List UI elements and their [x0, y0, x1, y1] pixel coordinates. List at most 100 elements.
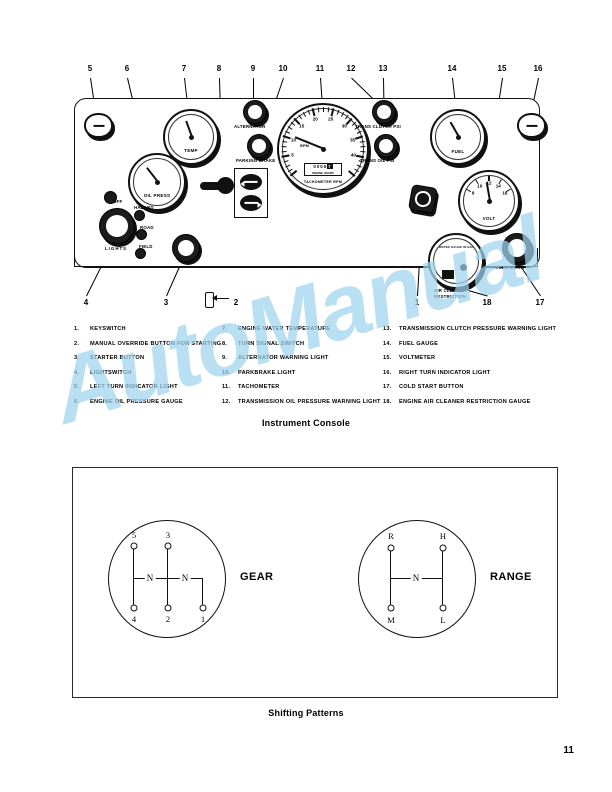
legend-item-number: 10. — [222, 369, 231, 376]
range-dot-L — [439, 604, 447, 612]
starter-button-face — [177, 239, 195, 257]
restriction-reset-button[interactable] — [460, 264, 467, 271]
keyswitch-barrel — [414, 190, 432, 208]
voltmeter-scale-number: 14 — [495, 183, 501, 189]
gauge-face — [168, 114, 214, 160]
trans-oil-pressure-warning-light[interactable] — [374, 134, 398, 158]
legend-item-label: STARTER BUTTON — [90, 355, 145, 361]
gauge-hub — [455, 134, 461, 140]
restriction-indicator-bar — [442, 270, 454, 279]
left-turn-arrow-light[interactable] — [240, 174, 262, 190]
leader-line — [253, 78, 254, 104]
tachometer-scale-number: 35 — [349, 137, 356, 143]
voltmeter-scale-number: 8 — [471, 190, 475, 196]
engine-water-temperature-gauge: TEMP — [163, 109, 219, 165]
legend-item: 18.ENGINE AIR CLEANER RESTRICTION GAUGE — [383, 399, 598, 414]
air-cleaner-label-2: RESTRICTION — [434, 294, 466, 299]
parkbrake-light[interactable] — [247, 134, 271, 158]
hour-meter-value: 0000 — [313, 164, 328, 169]
air-cleaner-label-1: AIR CLEANER — [434, 288, 467, 293]
callout-number: 8 — [216, 64, 222, 73]
override-arrowhead — [212, 295, 217, 301]
legend-item: 2.MANUAL OVERRIDE BUTTON FOR STARTING — [74, 341, 264, 356]
legend-item: 8.TURN SIGNAL SWITCH — [222, 341, 422, 356]
trans-oil-lens — [378, 138, 394, 154]
legend-item-label: KEYSWITCH — [90, 326, 126, 332]
legend-column-3: 13.TRANSMISSION CLUTCH PRESSURE WARNING … — [383, 326, 598, 413]
legend-item: 1.KEYSWITCH — [74, 326, 264, 341]
turn-signal-stalk — [200, 182, 222, 190]
trans-clutch-lens — [376, 104, 392, 120]
legend-item: 13.TRANSMISSION CLUTCH PRESSURE WARNING … — [383, 326, 598, 341]
legend-item: 12.TRANSMISSION OIL PRESSURE WARNING LIG… — [222, 399, 422, 414]
left-turn-indicator-light[interactable] — [84, 113, 113, 138]
fuel-gauge: FUEL — [430, 109, 486, 165]
turn-signal-hub — [217, 177, 234, 194]
lightswitch[interactable] — [99, 208, 135, 244]
callout-number: 3 — [163, 298, 169, 307]
legend-item-label: COLD START BUTTON — [399, 384, 464, 390]
tachometer-scale-number: 25 — [328, 116, 334, 122]
legend-item-label: RIGHT TURN INDICATOR LIGHT — [399, 369, 491, 376]
hour-meter-tenths: 7 — [327, 164, 333, 169]
callout-number: 2 — [233, 298, 239, 307]
trans-clutch-psi-label: TRANS CLUTCH PSI — [355, 124, 401, 129]
turn-signal-switch[interactable] — [200, 177, 234, 194]
callout-number: 4 — [83, 298, 89, 307]
alternator-warning-light[interactable] — [243, 100, 267, 124]
callout-number: 15 — [497, 64, 507, 73]
legend-item-number: 15. — [383, 355, 392, 361]
left-arrow-icon — [240, 180, 258, 188]
instrument-console-caption: Instrument Console — [261, 418, 351, 428]
range-dot-H — [439, 544, 447, 552]
voltmeter-scale-number: 10 — [477, 183, 483, 189]
range-neutral: N — [410, 573, 422, 583]
tick-minor — [317, 107, 319, 113]
starter-button[interactable] — [172, 234, 200, 262]
tick-major — [488, 176, 490, 181]
voltmeter-scale-number: 16 — [502, 190, 508, 196]
lightswitch-detent-hazard — [134, 210, 145, 221]
callout-number: 13 — [378, 64, 388, 73]
legend-item-number: 13. — [383, 326, 392, 332]
range-label-M: M — [387, 615, 395, 625]
range-gate-left — [390, 548, 392, 608]
callout-number: 10 — [278, 64, 288, 73]
keyswitch[interactable] — [407, 183, 439, 215]
legend-item-number: 8. — [222, 340, 228, 347]
callout-number: 14 — [447, 64, 457, 73]
fuel-label: FUEL — [451, 149, 465, 154]
trans-oil-psi-label: TRANS OIL PSI — [360, 158, 395, 163]
tachometer-scale-number: 40 — [350, 152, 356, 158]
trans-clutch-pressure-warning-light[interactable] — [372, 100, 396, 124]
air-cleaner-restriction-gauge: WATER GAUGE IN H2O — [428, 233, 484, 289]
turn-indicator-box — [234, 168, 268, 218]
gauge-face — [463, 175, 515, 227]
gauge-hub — [486, 198, 492, 204]
legend-item-number: 16. — [383, 369, 392, 376]
gear-neutral-right: N — [179, 573, 191, 583]
cold-start-button[interactable] — [502, 233, 532, 263]
right-turn-indicator-light[interactable] — [517, 113, 546, 138]
range-title: RANGE — [490, 571, 532, 583]
range-label-R: R — [388, 531, 394, 541]
shifting-patterns-box: 5 3 4 2 1 N N GEAR R H M L N RANGE — [72, 467, 558, 698]
tachometer-scale-number: 10 — [290, 137, 297, 143]
console-base-right — [536, 248, 538, 267]
gear-label-4: 4 — [131, 614, 137, 624]
callout-number: 18 — [482, 298, 492, 307]
gear-dot-3 — [164, 542, 172, 550]
legend-item: 9.ALTERNATOR WARNING LIGHT — [222, 355, 422, 370]
temp-label: TEMP — [184, 148, 198, 153]
right-turn-arrow-light[interactable] — [240, 195, 262, 211]
legend-item-label: VOLTMETER — [399, 355, 436, 361]
legend-item: 4.LIGHTSWITCH — [74, 370, 264, 385]
legend-item-label: PARKBRAKE LIGHT — [238, 369, 296, 376]
right-arrow-icon — [526, 124, 541, 131]
tachometer-caption: TACHOMETER RPM — [303, 180, 343, 184]
